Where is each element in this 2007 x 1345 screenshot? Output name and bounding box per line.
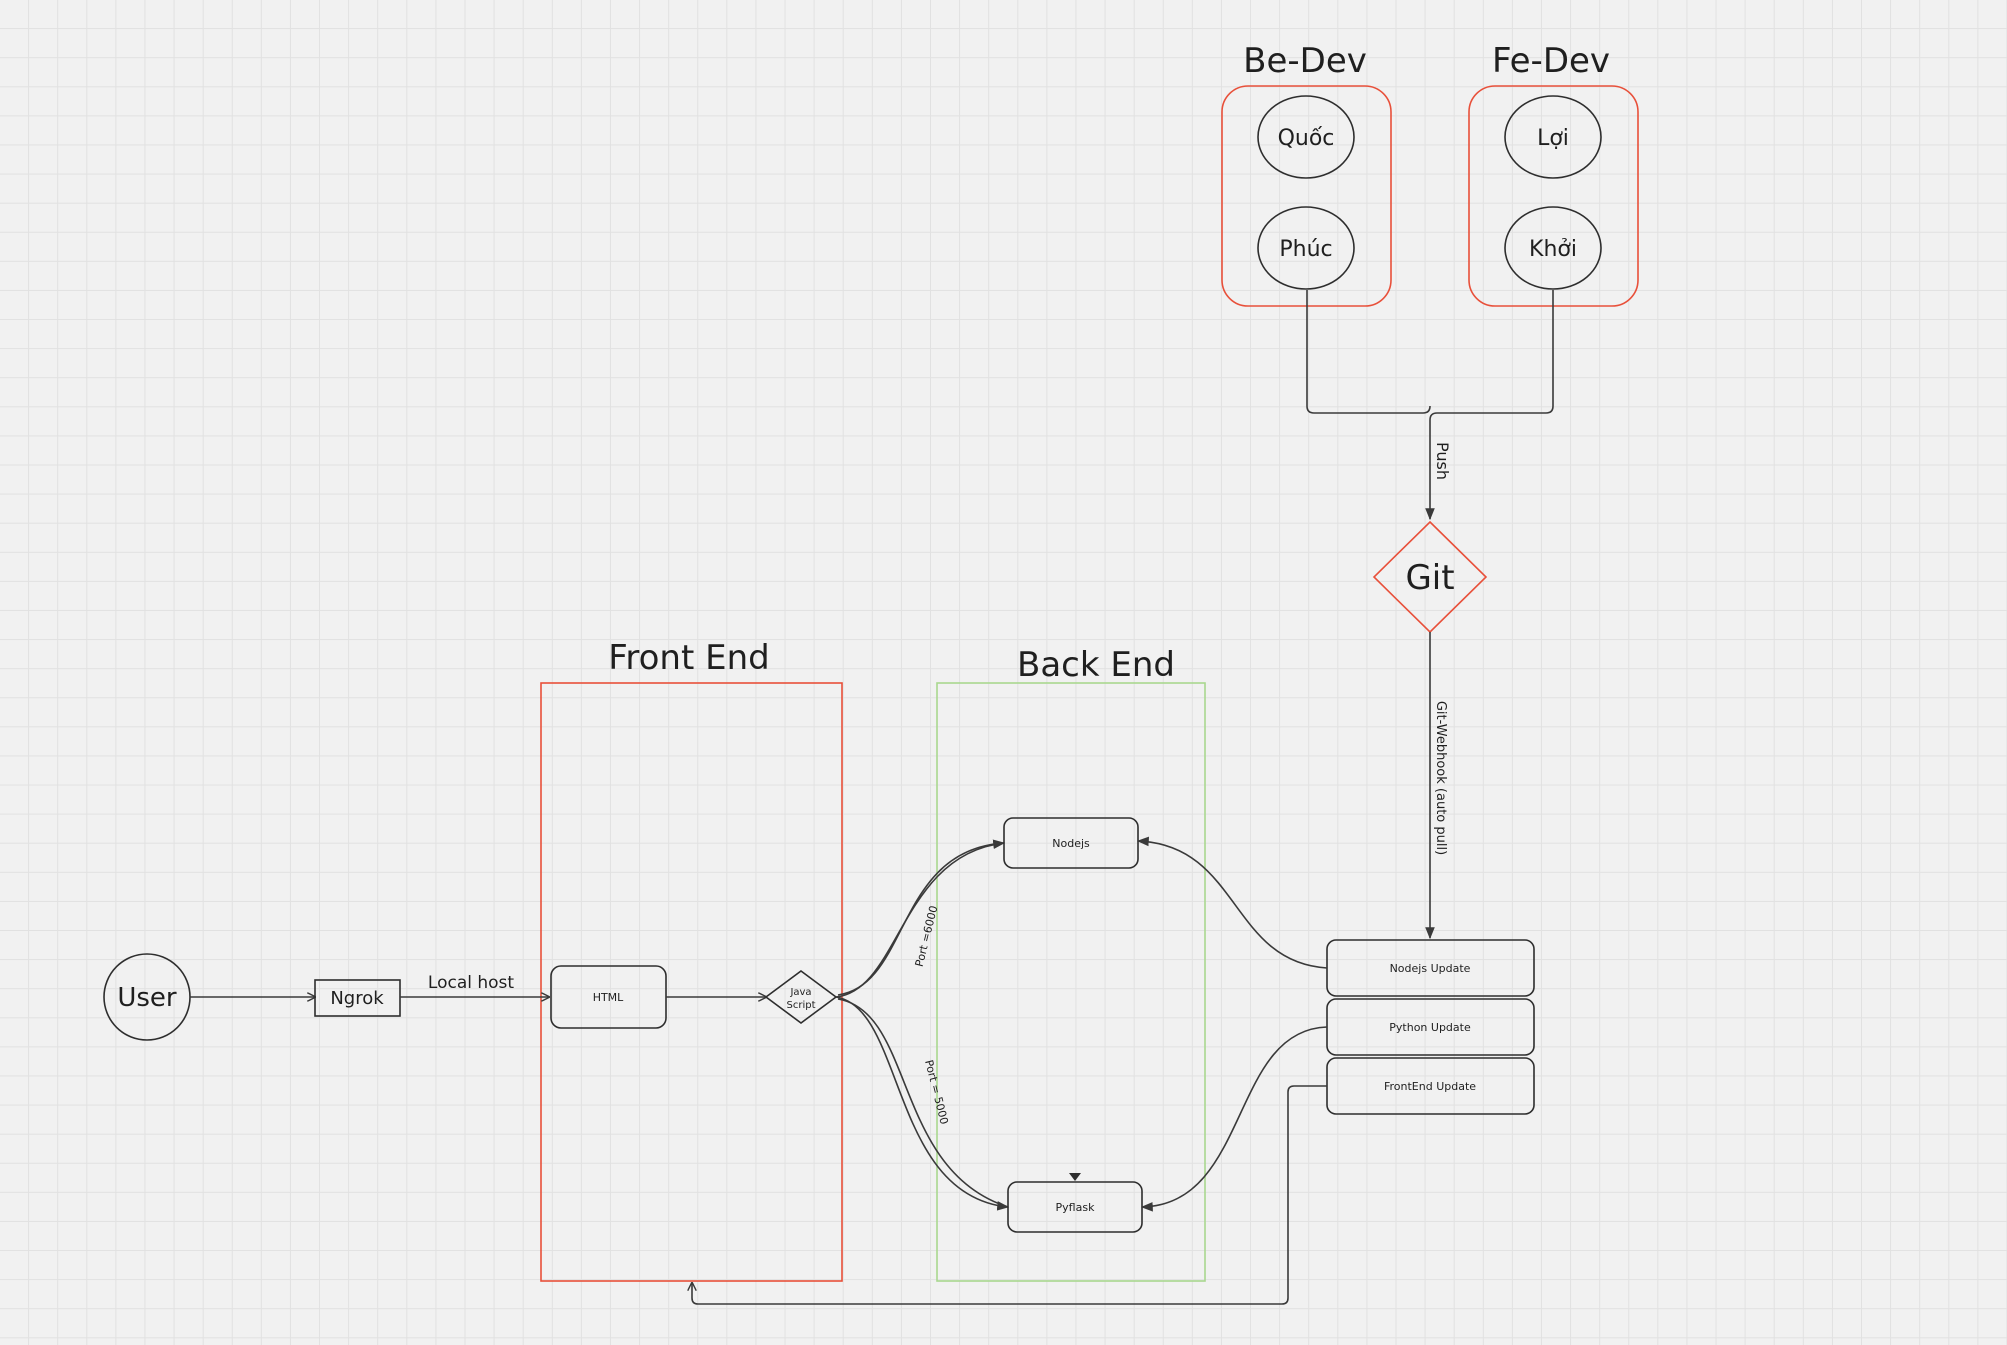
python-update-label: Python Update bbox=[1389, 1021, 1471, 1034]
python-update-to-pyflask-arrow[interactable] bbox=[1140, 1026, 1328, 1212]
push-connector[interactable]: Push bbox=[1306, 290, 1554, 521]
javascript-label-line2: Script bbox=[786, 1000, 815, 1011]
python-update-node[interactable]: Python Update bbox=[1326, 998, 1535, 1056]
webhook-connector[interactable]: Git-Webhook (auto pull) bbox=[1425, 632, 1448, 940]
pyflask-node[interactable]: Pyflask bbox=[1007, 1173, 1143, 1233]
user-label: User bbox=[117, 983, 177, 1013]
member-phuc[interactable]: Phúc bbox=[1257, 206, 1355, 290]
pyflask-top-anchor-icon bbox=[1069, 1173, 1081, 1181]
be-dev-frame[interactable] bbox=[1221, 85, 1392, 307]
javascript-label-line1: Java bbox=[789, 987, 811, 998]
member-loi[interactable]: Lợi bbox=[1504, 95, 1602, 179]
ngrok-label: Ngrok bbox=[330, 988, 384, 1009]
member-quoc-label: Quốc bbox=[1278, 126, 1335, 151]
javascript-to-pyflask-connector[interactable]: Port = 5000 bbox=[835, 996, 1010, 1211]
fe-dev-frame[interactable] bbox=[1468, 85, 1639, 307]
git-node[interactable]: Git bbox=[1372, 520, 1488, 634]
html-node[interactable]: HTML bbox=[550, 965, 667, 1029]
javascript-to-nodejs-arrow-secondary bbox=[837, 842, 1005, 996]
member-khoi[interactable]: Khởi bbox=[1504, 206, 1602, 290]
nodejs-node[interactable]: Nodejs bbox=[1003, 817, 1139, 869]
javascript-to-pyflask-arrow-secondary bbox=[837, 998, 1009, 1208]
frontend-update-node[interactable]: FrontEnd Update bbox=[1326, 1057, 1535, 1115]
front-end-frame bbox=[540, 682, 843, 1282]
back-end-frame bbox=[936, 682, 1206, 1282]
javascript-to-pyflask-arrow bbox=[835, 996, 1010, 1211]
frontend-update-to-front-end-arrow[interactable] bbox=[692, 1085, 1327, 1305]
member-phuc-label: Phúc bbox=[1279, 237, 1332, 262]
javascript-to-nodejs-arrow bbox=[835, 839, 1006, 998]
member-quoc[interactable]: Quốc bbox=[1257, 95, 1355, 179]
html-label: HTML bbox=[593, 991, 624, 1004]
push-label: Push bbox=[1433, 442, 1452, 480]
local-host-connector[interactable]: Local host bbox=[400, 973, 549, 997]
nodejs-update-to-nodejs-arrow[interactable] bbox=[1136, 836, 1328, 969]
git-label: Git bbox=[1405, 558, 1454, 598]
back-end-title: Back End bbox=[1017, 645, 1175, 685]
ngrok-node[interactable]: Ngrok bbox=[314, 979, 401, 1017]
port-pyflask-label: Port = 5000 bbox=[922, 1059, 951, 1126]
nodejs-update-label: Nodejs Update bbox=[1390, 962, 1471, 975]
javascript-diamond bbox=[764, 970, 838, 1024]
member-khoi-label: Khởi bbox=[1529, 237, 1577, 262]
back-end-group[interactable]: Back End bbox=[936, 645, 1206, 1282]
be-dev-title: Be-Dev bbox=[1243, 41, 1367, 81]
fe-dev-group[interactable]: Fe-Dev Lợi Khởi bbox=[1468, 41, 1639, 307]
user-node[interactable]: User bbox=[103, 953, 191, 1041]
nodejs-label: Nodejs bbox=[1052, 837, 1090, 850]
member-loi-label: Lợi bbox=[1537, 126, 1569, 151]
front-end-title: Front End bbox=[608, 638, 769, 678]
git-webhook-label: Git-Webhook (auto pull) bbox=[1433, 701, 1448, 855]
merge-to-git-arrow bbox=[1425, 290, 1554, 521]
javascript-to-nodejs-connector[interactable]: Port =6000 bbox=[835, 839, 1006, 998]
front-end-group[interactable]: Front End bbox=[540, 638, 843, 1282]
be-dev-to-merge-line bbox=[1306, 290, 1431, 414]
local-host-label: Local host bbox=[428, 973, 514, 993]
pyflask-label: Pyflask bbox=[1056, 1201, 1096, 1214]
frontend-update-label: FrontEnd Update bbox=[1384, 1080, 1476, 1093]
javascript-node[interactable]: Java Script bbox=[764, 970, 838, 1024]
fe-dev-title: Fe-Dev bbox=[1492, 41, 1610, 81]
nodejs-update-node[interactable]: Nodejs Update bbox=[1326, 939, 1535, 997]
be-dev-group[interactable]: Be-Dev Quốc Phúc bbox=[1221, 41, 1392, 307]
